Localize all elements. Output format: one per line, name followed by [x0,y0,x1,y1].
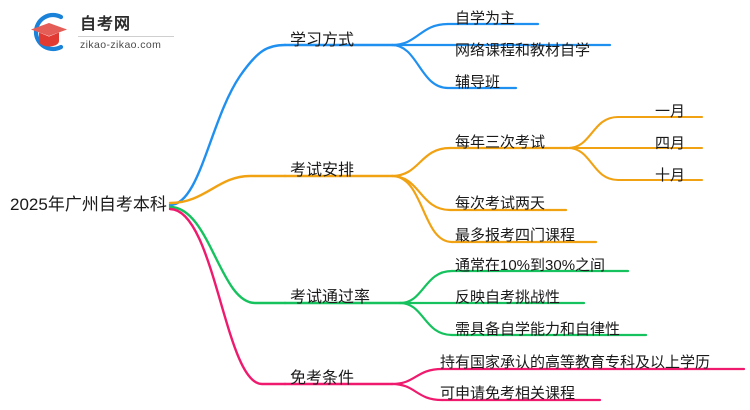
branch-connector-study-method [168,22,612,207]
mindmap-leaf-tutoring-class[interactable]: 辅导班 [455,74,501,91]
mindmap-node-study-method[interactable]: 学习方式 [290,32,355,49]
mindmap-leaf-holds-college-diploma[interactable]: 持有国家承认的高等教育专科及以上学历 [440,354,711,371]
branch-connector-pass-rate [168,205,648,337]
mindmap-root-node[interactable]: 2025年广州自考本科 [10,195,167,214]
mindmap-leaf-reflects-difficulty[interactable]: 反映自考挑战性 [455,289,561,306]
logo-site-name: 自考网 [80,15,132,33]
mindmap-leaf-max-four-courses[interactable]: 最多报考四门课程 [455,227,576,244]
mindmap-leaf-pass-rate-range[interactable]: 通常在10%到30%之间 [455,257,606,274]
branch-connector-exam-schedule [168,115,704,244]
mindmap-leaf-online-course[interactable]: 网络课程和教材自学 [455,42,591,59]
logo-url: zikao-zikao.com [80,38,162,51]
mindmap-leaf-month-april[interactable]: 四月 [655,135,686,152]
mindmap-leaf-month-january[interactable]: 一月 [655,103,686,120]
mindmap-leaf-apply-course-exemption[interactable]: 可申请免考相关课程 [440,385,576,402]
mindmap-leaf-self-study[interactable]: 自学为主 [455,10,516,27]
graduation-cap-in-circle-icon [28,10,72,54]
branch-connector-exemption [168,207,746,402]
mindmap-leaf-three-exams-per-year[interactable]: 每年三次考试 [455,134,546,151]
site-logo: 自考网 zikao-zikao.com [28,10,174,54]
mindmap-node-exam-schedule[interactable]: 考试安排 [290,162,355,179]
mindmap-node-pass-rate[interactable]: 考试通过率 [290,289,371,306]
mindmap-leaf-two-days-per-exam[interactable]: 每次考试两天 [455,195,546,212]
mindmap-leaf-month-october[interactable]: 十月 [655,167,686,184]
mindmap-leaf-requires-self-discipline[interactable]: 需具备自学能力和自律性 [455,321,621,338]
mindmap-node-exemption-conditions[interactable]: 免考条件 [290,370,355,387]
logo-wordmark: 自考网 zikao-zikao.com [78,14,174,51]
logo-divider [78,35,174,37]
